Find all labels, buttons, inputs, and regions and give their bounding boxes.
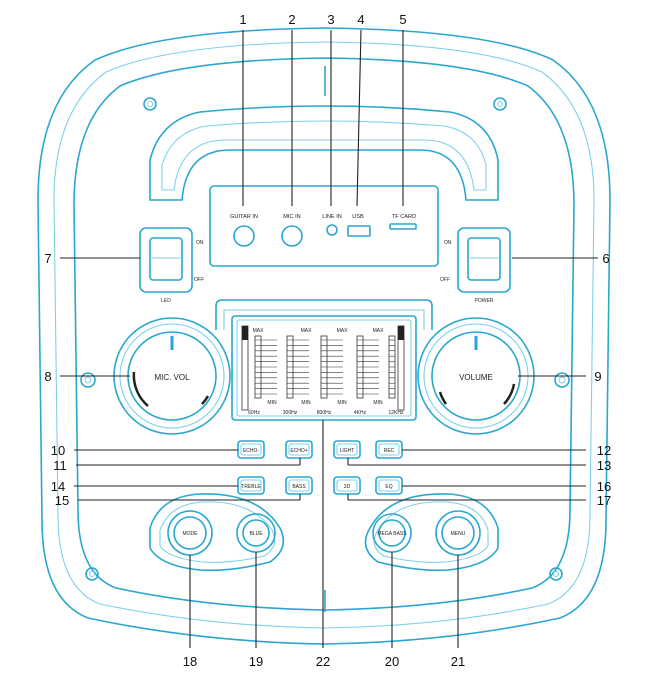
power-on-label: ON <box>444 240 452 246</box>
led-switch-label: LED <box>161 298 171 304</box>
led-switch[interactable]: ON OFF LED <box>139 227 204 304</box>
callout-13: 13 <box>597 458 611 473</box>
callout-7: 7 <box>44 251 51 266</box>
eq-min-label-2: MIN <box>301 400 311 406</box>
eq-slider-5[interactable] <box>388 335 396 399</box>
button-mega-bass[interactable]: MEGA BASS <box>372 513 412 553</box>
mic-jack[interactable] <box>281 225 303 247</box>
port-label-line-in: LINE IN <box>322 214 342 220</box>
callout-18: 18 <box>183 654 197 669</box>
level-meter-left <box>241 325 249 411</box>
power-switch-label: POWER <box>475 298 494 304</box>
power-switch[interactable]: ON OFF POWER <box>440 227 511 304</box>
callout-15: 15 <box>55 493 69 508</box>
button-treble[interactable]: TREBLE <box>237 476 265 495</box>
eq-max-label-4: MAX <box>373 328 385 334</box>
button-echo-minus[interactable]: ECHO- <box>237 440 265 459</box>
svg-text:TREBLE: TREBLE <box>241 484 261 490</box>
eq-slider-1[interactable] <box>254 335 277 399</box>
mic-volume-knob[interactable]: MIC. VOL <box>113 317 231 435</box>
callout-10: 10 <box>51 443 65 458</box>
svg-text:3D: 3D <box>344 484 351 490</box>
tf-card-slot[interactable] <box>389 223 417 230</box>
callout-4: 4 <box>357 12 364 27</box>
port-label-tf-card: TF CARD <box>392 214 416 220</box>
svg-text:EQ: EQ <box>385 484 392 490</box>
callout-numbers: 1 2 3 4 5 6 7 8 9 10 11 12 13 14 15 16 1… <box>44 12 611 669</box>
led-on-label: ON <box>196 240 204 246</box>
button-mode[interactable]: MODE <box>167 510 213 556</box>
port-label-guitar-in: GUITAR IN <box>230 214 258 220</box>
port-label-usb: USB <box>352 214 364 220</box>
svg-text:MEGA BASS: MEGA BASS <box>377 531 407 537</box>
eq-panel: MAX MAX MAX MAX MIN MIN MIN MIN 60Hz 300… <box>215 299 433 421</box>
led-off-label: OFF <box>194 277 204 283</box>
svg-text:ECHO-: ECHO- <box>243 448 259 454</box>
power-off-label: OFF <box>440 277 450 283</box>
callout-17: 17 <box>597 493 611 508</box>
callout-21: 21 <box>451 654 465 669</box>
callout-14: 14 <box>51 479 65 494</box>
button-light[interactable]: LIGHT <box>333 440 361 459</box>
port-label-mic-in: MIC IN <box>283 214 300 220</box>
button-bass[interactable]: BASS <box>285 476 313 495</box>
svg-text:REC: REC <box>384 448 395 454</box>
line-in-jack[interactable] <box>326 224 338 236</box>
eq-band-300hz: 300Hz <box>283 410 298 416</box>
callout-9: 9 <box>594 369 601 384</box>
button-3d[interactable]: 3D <box>333 476 361 495</box>
button-echo-plus[interactable]: ECHO+ <box>285 440 313 459</box>
callout-11: 11 <box>53 458 67 473</box>
button-blue[interactable]: BLUE <box>236 513 276 553</box>
callout-8: 8 <box>44 369 51 384</box>
eq-max-label-2: MAX <box>301 328 313 334</box>
callout-3: 3 <box>327 12 334 27</box>
svg-text:MODE: MODE <box>183 531 199 537</box>
usb-port[interactable] <box>347 225 371 237</box>
volume-label: VOLUME <box>459 373 493 382</box>
callout-19: 19 <box>249 654 263 669</box>
callout-22: 22 <box>316 654 330 669</box>
eq-band-800hz: 800Hz <box>317 410 332 416</box>
callout-1: 1 <box>239 12 246 27</box>
level-meter-right <box>397 325 405 411</box>
right-button-cluster: MEGA BASS MENU <box>364 493 499 572</box>
svg-text:MENU: MENU <box>451 531 466 537</box>
svg-text:BLUE: BLUE <box>249 531 263 537</box>
eq-max-label-3: MAX <box>337 328 349 334</box>
housing-outline <box>37 27 611 645</box>
button-rec[interactable]: REC <box>375 440 403 459</box>
callout-2: 2 <box>288 12 295 27</box>
callout-5: 5 <box>399 12 406 27</box>
eq-slider-2[interactable] <box>286 335 309 399</box>
callout-16: 16 <box>597 479 611 494</box>
leader-lines <box>60 29 598 648</box>
eq-min-label-3: MIN <box>337 400 347 406</box>
mic-volume-label: MIC. VOL <box>154 373 190 382</box>
button-eq[interactable]: EQ <box>375 476 403 495</box>
svg-text:BASS: BASS <box>292 484 306 490</box>
guitar-jack[interactable] <box>233 225 255 247</box>
eq-slider-4[interactable] <box>356 335 379 399</box>
eq-slider-3[interactable] <box>320 335 343 399</box>
left-button-cluster: MODE BLUE <box>149 493 285 572</box>
callout-6: 6 <box>602 251 609 266</box>
eq-min-label-1: MIN <box>267 400 277 406</box>
callout-12: 12 <box>597 443 611 458</box>
eq-min-label-4: MIN <box>373 400 383 406</box>
svg-text:ECHO+: ECHO+ <box>290 448 307 454</box>
volume-knob[interactable]: VOLUME <box>417 317 535 435</box>
eq-band-12khz: 12KHz <box>388 410 404 416</box>
eq-band-60hz: 60Hz <box>248 410 260 416</box>
eq-max-label-1: MAX <box>253 328 265 334</box>
input-port-panel: GUITAR IN MIC IN LINE IN USB TF CARD <box>209 185 439 267</box>
eq-band-4khz: 4KHz <box>354 410 367 416</box>
svg-text:LIGHT: LIGHT <box>340 448 355 454</box>
button-menu[interactable]: MENU <box>435 510 481 556</box>
callout-20: 20 <box>385 654 399 669</box>
